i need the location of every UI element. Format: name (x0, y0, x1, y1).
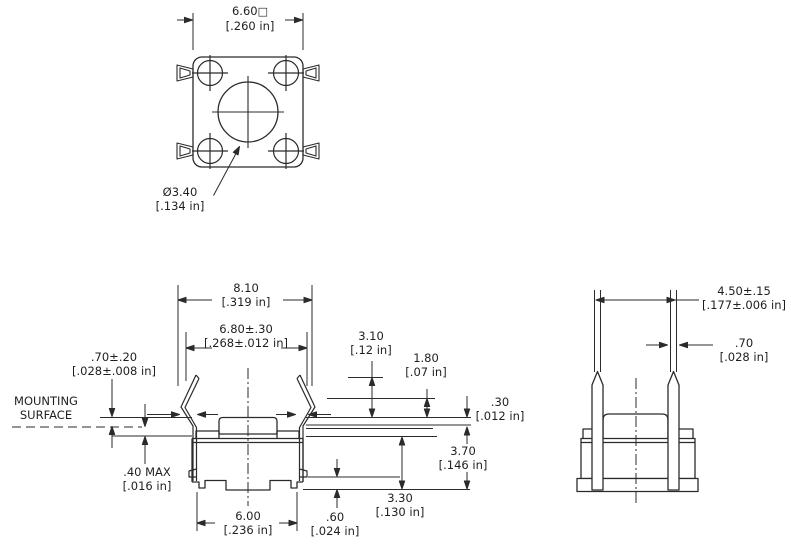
dim-inch-value: [.12 in] (350, 343, 392, 357)
dim-inch-value: [.028±.008 in] (72, 364, 156, 378)
dim-inch-value: [.07 in] (405, 365, 447, 379)
front-view-drawing (12, 285, 471, 531)
side-view-drawing (576, 290, 713, 505)
leads (591, 370, 680, 491)
dim-inch-value: [.012 in] (475, 409, 525, 423)
button-circle (212, 76, 284, 148)
dim-inch-value: [.028 in] (719, 350, 769, 364)
dim-depth-below-label: 3.70 [.146 in] (430, 444, 496, 472)
dim-pcb-gap-label: .40 MAX [.016 in] (112, 465, 182, 493)
corner-terminal-circles (192, 55, 304, 169)
dim-standoff (108, 379, 116, 448)
dim-button-diameter-leader (213, 146, 240, 196)
dim-mm-value: 6.00 (235, 509, 261, 523)
dim-inch-value: [.268±.012 in] (204, 336, 288, 350)
dim-inch-value: [.024 in] (310, 524, 360, 538)
dim-clip-width (147, 332, 331, 418)
lead-extension-lines (594, 290, 677, 372)
dim-mm-value: 3.30 (387, 491, 413, 505)
dim-clip-width-label: 6.80±.30 [.268±.012 in] (196, 322, 296, 350)
dim-mm-value: .70 (734, 336, 754, 350)
dim-mm-value: 1.80 (413, 351, 439, 365)
dim-button-diameter-label: Ø3.40 [.134 in] (145, 185, 215, 213)
dim-mm-value: 3.10 (358, 329, 384, 343)
dim-mm-value: 6.60 (231, 4, 258, 18)
dim-square-size-label: 6.60□ [.260 in] (214, 4, 286, 33)
label-line: MOUNTING (14, 394, 78, 408)
side-clip-tabs (176, 64, 320, 160)
square-symbol-icon: □ (257, 5, 268, 18)
dim-inch-value: [.134 in] (155, 199, 205, 213)
dim-overall-width (177, 285, 313, 386)
dim-mm-value: .30 (490, 395, 510, 409)
dim-mm-value: .40 MAX (123, 465, 171, 479)
dim-standoff-label: .70±.20 [.028±.008 in] (70, 350, 158, 378)
dim-body-height-label: 3.30 [.130 in] (368, 491, 432, 519)
dim-body-height (398, 436, 406, 490)
dim-square-size (177, 13, 304, 50)
dim-inch-value: [.177±.006 in] (702, 298, 786, 312)
dim-mm-value: 6.80±.30 (219, 322, 273, 336)
top-view-drawing (176, 13, 320, 196)
dim-actuator-height-label: 3.10 [.12 in] (342, 329, 400, 357)
left-lead (591, 370, 604, 491)
dim-inch-value: [.146 in] (438, 458, 488, 472)
dim-inch-value: [.319 in] (221, 295, 271, 309)
dim-lead-width-label: .70 [.028 in] (712, 336, 776, 364)
dim-lead-spacing-label: 4.50±.15 [.177±.006 in] (698, 284, 790, 312)
label-line: SURFACE (19, 408, 73, 422)
dim-mm-value: .60 (325, 510, 345, 524)
dim-clip-rise-label: 1.80 [.07 in] (398, 351, 454, 379)
dim-actuator-height (368, 361, 376, 418)
dim-mm-value: 3.70 (450, 444, 476, 458)
dim-foot-step (333, 459, 341, 508)
dim-inch-value: [.130 in] (375, 505, 425, 519)
mounting-surface-label: MOUNTING SURFACE (8, 394, 84, 422)
dim-mm-value: .70±.20 (90, 350, 138, 364)
reference-lines (12, 376, 471, 491)
dim-mm-value: Ø3.40 (162, 185, 198, 199)
dim-lead-width (646, 341, 713, 349)
dim-mm-value: 4.50±.15 (717, 284, 771, 298)
plunger (218, 416, 278, 435)
dim-clip-rise (423, 389, 431, 418)
right-lead (667, 370, 680, 491)
dim-inch-value: [.260 in] (225, 19, 275, 33)
dim-lead-spacing (595, 296, 699, 304)
dim-plate-offset (463, 396, 471, 418)
dim-foot-step-label: .60 [.024 in] (305, 510, 365, 538)
dim-mm-value: 8.10 (233, 281, 259, 295)
dim-pcb-gap (141, 404, 149, 464)
dim-inch-value: [.236 in] (223, 523, 273, 537)
dim-body-width-label: 6.00 [.236 in] (217, 509, 279, 537)
switch-body-top-outline (192, 56, 304, 168)
switch-body-front (191, 368, 304, 506)
dim-plate-offset-label: .30 [.012 in] (468, 395, 532, 423)
dim-inch-value: [.016 in] (122, 479, 172, 493)
dim-body-width (196, 492, 298, 531)
dim-overall-width-label: 8.10 [.319 in] (213, 281, 279, 309)
